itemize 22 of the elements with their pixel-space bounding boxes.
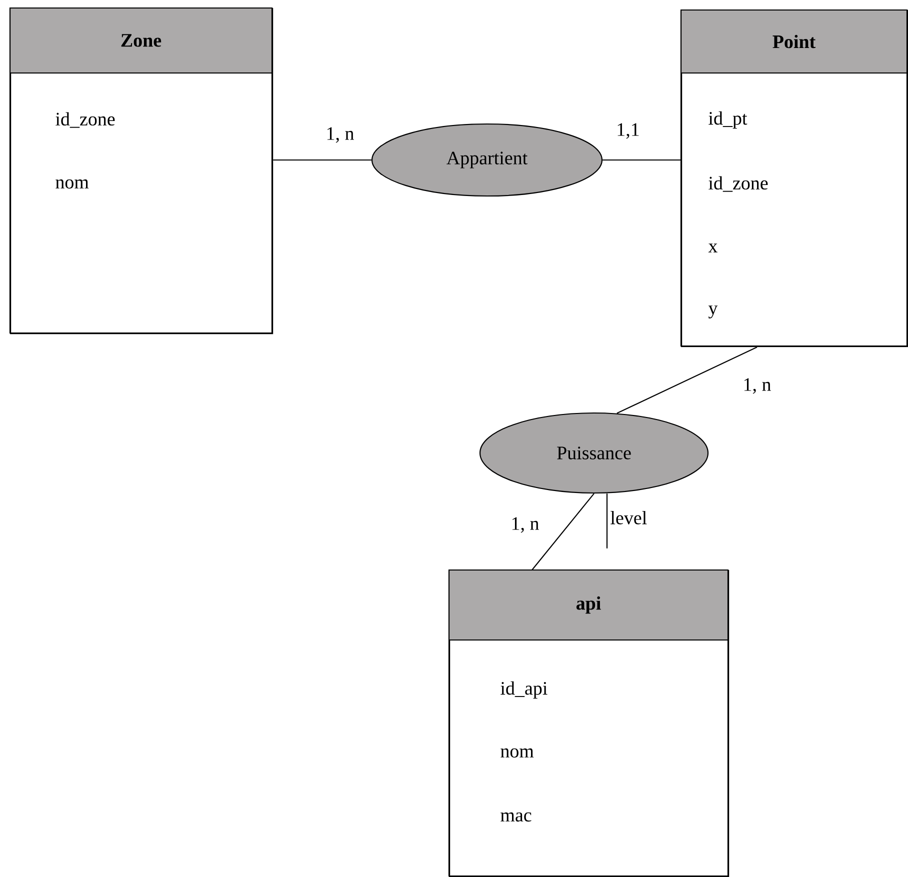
attribute-text: nom — [500, 748, 534, 758]
cardinality-label: 1, n — [508, 515, 542, 535]
attribute-text: id_zone — [708, 176, 768, 192]
cardinality-label: 1, n — [740, 376, 774, 396]
attribute-text: mac — [500, 812, 532, 822]
connector-line — [616, 346, 758, 414]
attribute-text: id_pt — [708, 111, 748, 129]
cardinality-label: 1,1 — [614, 121, 642, 141]
attribute-text: y — [708, 306, 718, 318]
attribute-text: nom — [56, 179, 89, 189]
connector-line — [273, 159, 372, 161]
attribute-text: level — [610, 511, 647, 524]
entity-name: Point — [772, 34, 816, 48]
connector-line — [532, 493, 594, 570]
attribute-text: id_api — [500, 681, 548, 699]
cardinality-label: 1, n — [324, 125, 356, 145]
connector-line — [606, 494, 608, 548]
entity-name: api — [576, 596, 601, 614]
attribute-text: x — [708, 244, 718, 252]
attribute-text: id_zone — [56, 112, 115, 128]
connector-line — [602, 159, 681, 161]
entity-name: Zone — [121, 34, 162, 47]
